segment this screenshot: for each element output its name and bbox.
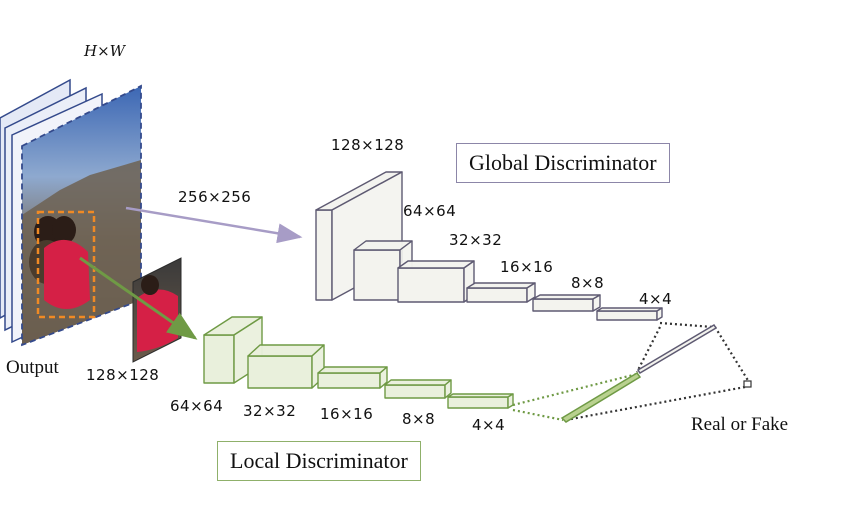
local-layer-4-face-1 [384,379,452,386]
fc-to-output-bottom [565,385,746,422]
local-layer-3-face-0 [317,372,381,389]
local-layer-1-face-0 [203,334,235,384]
global-layer-1-label: 128×128 [331,136,405,154]
fc-connections [512,321,750,422]
local-layer-5-face-0 [447,396,509,409]
global-layer-4-label: 16×16 [500,258,554,276]
local-layer-2 [247,344,325,389]
global-to-fc-top [659,321,714,329]
global-fc-bar [636,323,718,375]
local-layer-5-face-1 [447,393,514,398]
local-discriminator-title: Local Discriminator [217,441,421,481]
photo-person-right-head [52,216,76,244]
concat-fc-layer [560,323,752,423]
global-layer-4-face-2 [526,282,536,303]
global-layer-3-face-0 [397,267,465,303]
local-fc-bar [560,372,642,423]
global-input-size-label: 256×256 [178,188,252,206]
global-layer-2-face-0 [353,249,401,301]
local-layer-3-face-1 [317,366,388,374]
global-layer-4-face-1 [466,282,536,289]
real-or-fake-label: Real or Fake [691,414,789,435]
input-size-label: H×W [84,42,126,60]
global-layer-4 [466,282,536,303]
output-node [743,380,752,388]
local-layer-5 [447,393,514,409]
local-layer-2-label: 32×32 [243,402,297,420]
global-layer-3-face-1 [397,260,475,269]
global-layer-5-face-1 [532,294,601,300]
global-layer-6 [596,307,663,321]
global-layer-5-face-2 [592,294,601,312]
fc-to-output-top [714,326,750,383]
output-frame-front-border [21,84,142,347]
local-layer-4 [384,379,452,399]
global-layer-3-label: 32×32 [449,231,503,249]
local-discriminator-layers [203,316,514,409]
global-to-fc-bottom [636,326,661,373]
local-layer-2-face-1 [247,344,325,357]
global-layer-6-face-0 [596,310,658,321]
global-layer-3 [397,260,475,303]
local-to-fc-bottom [512,408,564,422]
local-to-fc-top [512,372,638,407]
global-layer-5-face-0 [532,298,594,312]
local-layer-5-label: 4×4 [472,416,506,434]
local-layer-5-face-2 [507,393,514,409]
global-layer-4-face-0 [466,287,528,303]
crop-head [141,275,159,295]
global-discriminator-layers [315,171,663,321]
local-layer-3-label: 16×16 [320,405,374,423]
local-layer-3 [317,366,388,389]
local-layer-1-label: 64×64 [170,397,224,415]
local-input-size-label: 128×128 [86,366,160,384]
local-layer-3-face-2 [379,366,388,389]
global-layer-2-label: 64×64 [403,202,457,220]
global-layer-1-face-0 [315,209,333,301]
global-layer-6-face-1 [596,307,663,312]
local-layer-2-face-0 [247,355,313,389]
global-discriminator-title: Global Discriminator [456,143,670,183]
output-image [21,84,142,347]
global-layer-6-face-2 [656,307,663,321]
output-label: Output [6,357,59,378]
local-layer-4-face-0 [384,384,446,399]
local-input-arrow [79,256,198,340]
photo-red-jacket [44,239,90,309]
global-layer-6-label: 4×4 [639,290,673,308]
global-input-arrow [125,206,303,244]
local-layer-4-label: 8×8 [402,410,436,428]
global-layer-5 [532,294,601,312]
local-layer-4-face-2 [444,379,452,399]
global-layer-5-label: 8×8 [571,274,605,292]
